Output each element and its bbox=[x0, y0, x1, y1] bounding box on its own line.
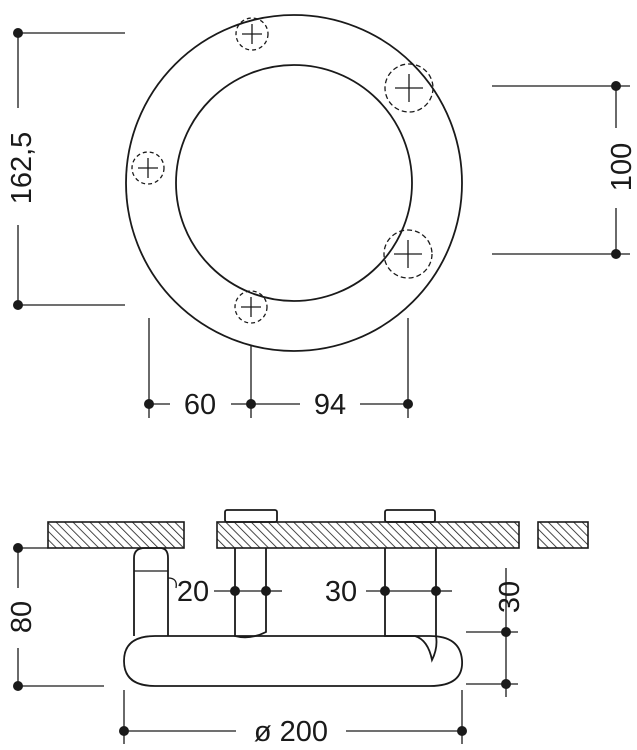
dimension-label: ø 200 bbox=[254, 716, 328, 748]
mounting-plate bbox=[224, 509, 278, 523]
wall-hatch bbox=[537, 521, 589, 549]
dimension-hole-spacing: 100 bbox=[492, 81, 637, 259]
wall-hatch bbox=[216, 521, 520, 549]
mounting-plate bbox=[384, 509, 436, 523]
dimension-label: 162,5 bbox=[6, 132, 38, 205]
ring-outer-edge bbox=[125, 14, 463, 352]
top-view: 162,5 100 60 94 bbox=[6, 14, 637, 421]
side-view: 80 20 30 30 bbox=[6, 509, 589, 748]
dimension-label: 80 bbox=[6, 601, 38, 633]
pipe-left bbox=[133, 547, 169, 636]
pipe-right bbox=[384, 548, 438, 663]
dimension-pipe-right: 30 bbox=[325, 576, 452, 608]
wall-hatch bbox=[47, 521, 185, 549]
dimension-label: 20 bbox=[177, 576, 209, 608]
screw-head-icon bbox=[384, 63, 434, 113]
screw-head-icon bbox=[383, 229, 433, 279]
dimension-top-height: 162,5 bbox=[6, 28, 125, 310]
dimension-label: 100 bbox=[606, 143, 637, 191]
dimension-label: 30 bbox=[325, 576, 357, 608]
screw-head-icon bbox=[235, 17, 269, 51]
dimension-label: 60 bbox=[184, 389, 216, 421]
screw-head-icon bbox=[131, 151, 165, 185]
dimension-label: 94 bbox=[314, 389, 346, 421]
screw-head-icon bbox=[234, 290, 268, 324]
dimension-side-height: 80 bbox=[6, 543, 104, 691]
dimension-offsets: 60 94 bbox=[144, 318, 413, 421]
dimension-diameter: ø 200 bbox=[119, 690, 467, 748]
ring-tube bbox=[123, 635, 463, 687]
ring-inner-edge bbox=[175, 64, 413, 302]
dimension-label: 30 bbox=[494, 581, 526, 613]
pipe-middle bbox=[234, 548, 267, 639]
dimension-pipe-left: 20 bbox=[177, 576, 282, 608]
dimension-ring-thickness: 30 bbox=[466, 568, 526, 697]
